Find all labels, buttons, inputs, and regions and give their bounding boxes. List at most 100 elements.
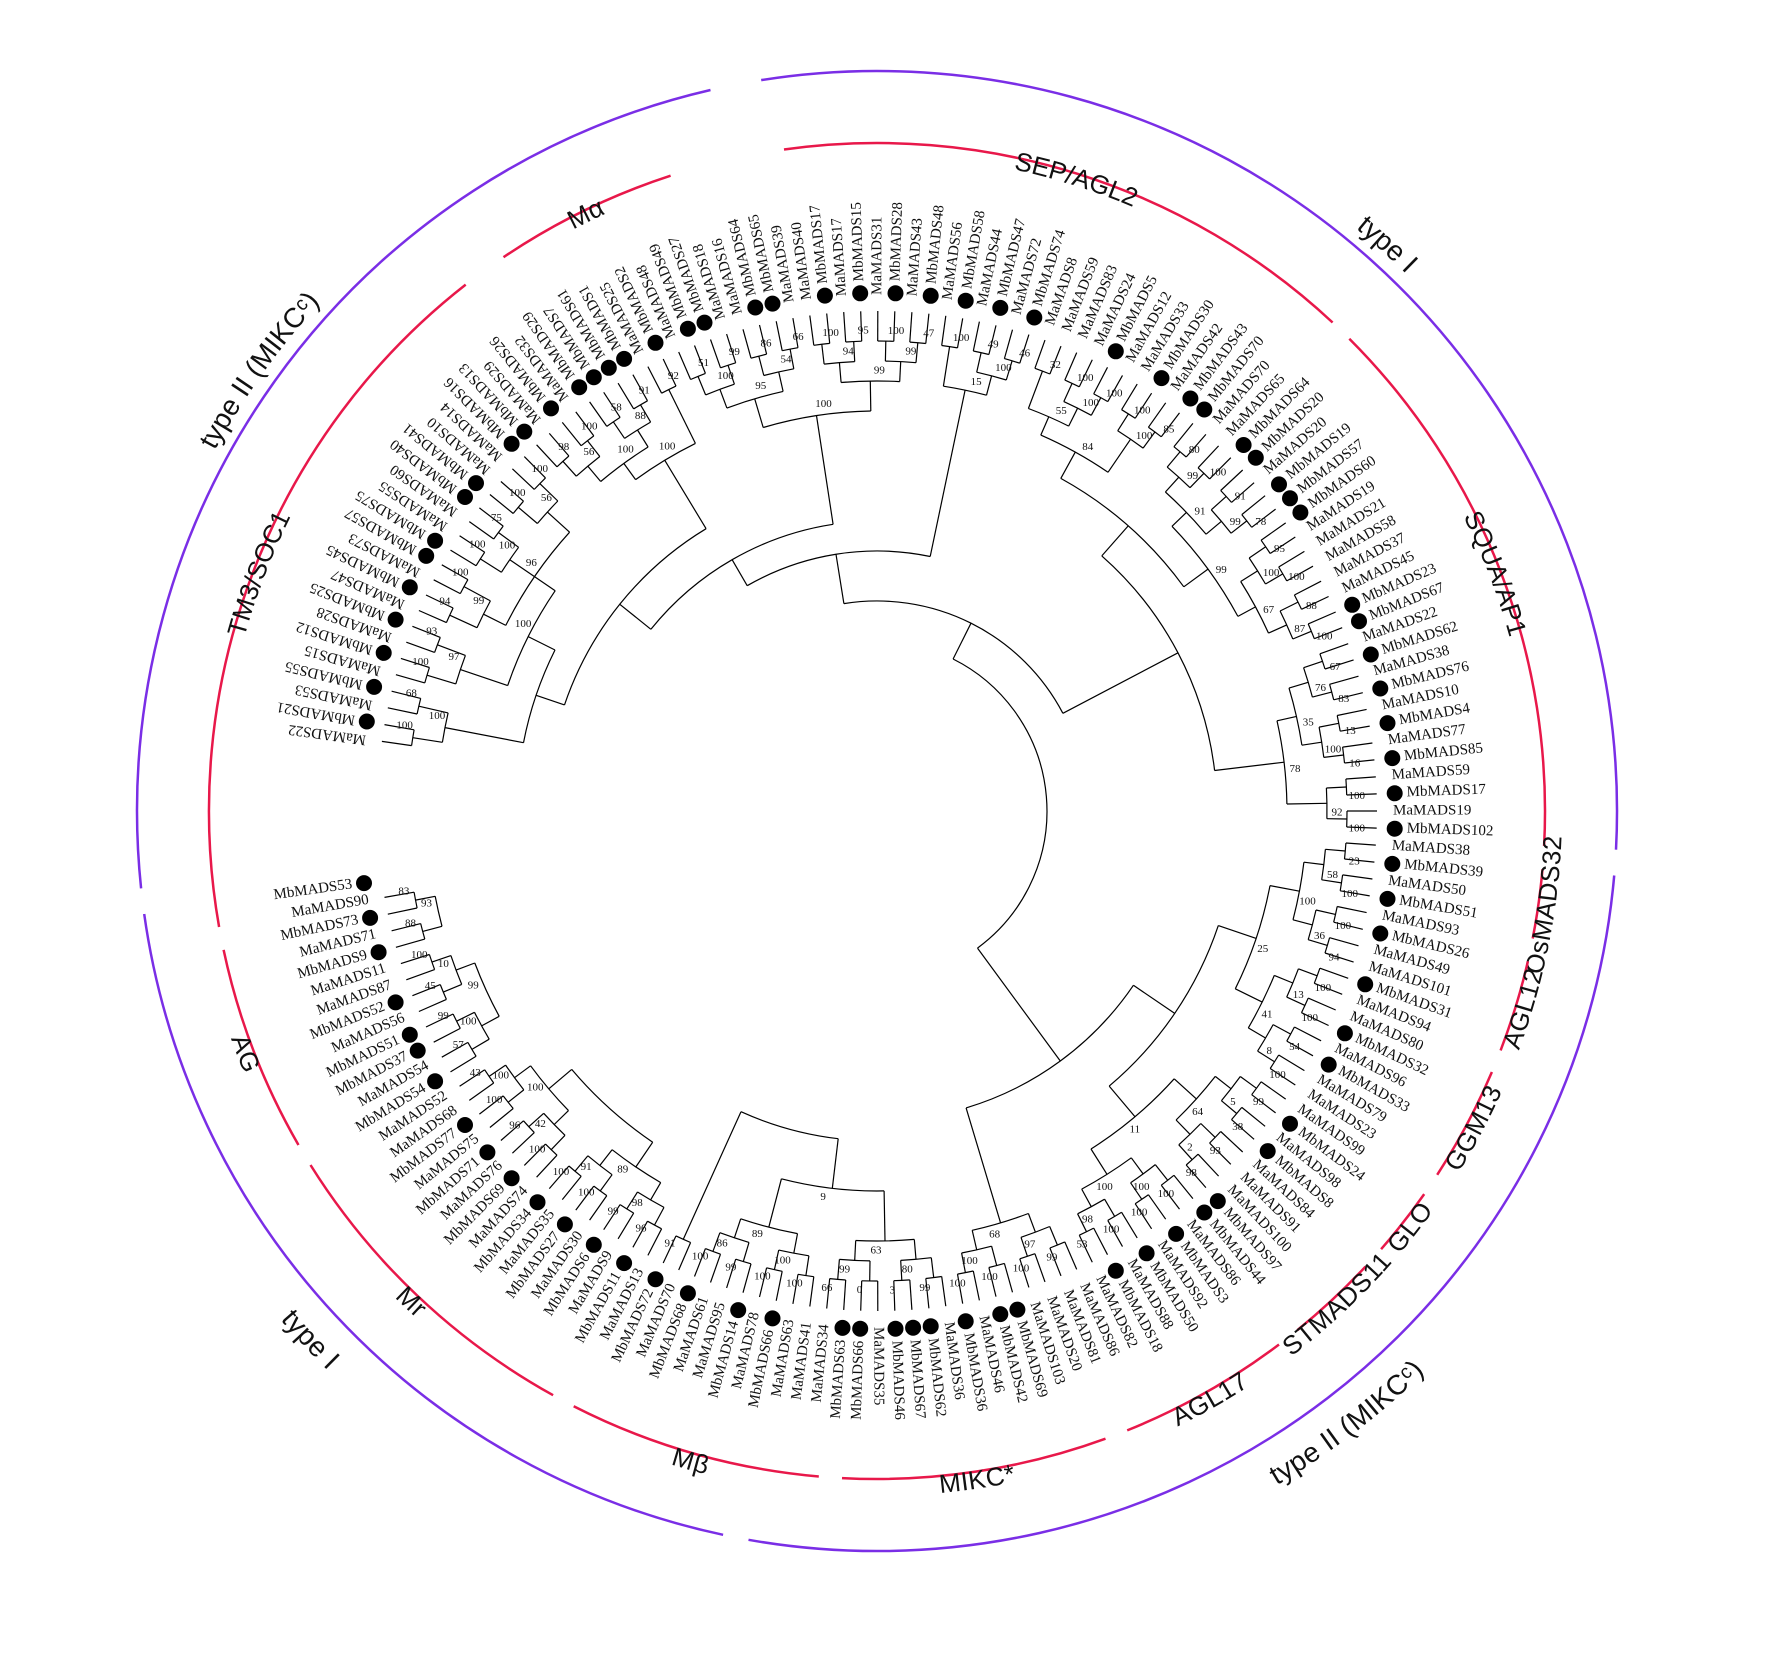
species-marker-icon bbox=[457, 1117, 473, 1133]
bootstrap-value: 100 bbox=[774, 1255, 791, 1267]
branch-segment bbox=[1278, 550, 1305, 568]
species-marker-icon bbox=[1282, 490, 1298, 507]
species-marker-icon bbox=[764, 1310, 781, 1327]
branch-segment bbox=[1239, 1076, 1257, 1089]
branch-segment bbox=[961, 1252, 966, 1273]
leaf-mbmads46: MbMADS46 bbox=[887, 1320, 907, 1421]
branch-segment bbox=[758, 1267, 768, 1298]
bootstrap-value: 100 bbox=[1077, 372, 1094, 384]
branch-segment bbox=[561, 1175, 582, 1200]
branch-segment bbox=[1093, 367, 1109, 395]
branch-segment bbox=[1294, 580, 1322, 596]
bootstrap-value: 100 bbox=[1082, 397, 1099, 409]
branch-segment bbox=[1260, 1081, 1287, 1100]
branch-segment bbox=[1315, 909, 1336, 915]
branch-segment bbox=[965, 1107, 1002, 1224]
branch-segment bbox=[550, 1134, 566, 1151]
branch-segment bbox=[619, 603, 652, 630]
leaf-label: MaMADS59 bbox=[1391, 762, 1470, 783]
branch-segment bbox=[1185, 434, 1207, 458]
bootstrap-value: 13 bbox=[1345, 725, 1357, 737]
leaf-label: MbMADS66 bbox=[849, 1340, 868, 1420]
branch-segment bbox=[561, 422, 582, 447]
branch-segment bbox=[1269, 1067, 1296, 1086]
branch-segment bbox=[1279, 601, 1299, 612]
branch-segment bbox=[1337, 905, 1367, 914]
bootstrap-value: 100 bbox=[515, 618, 532, 630]
bootstrap-value: 46 bbox=[1019, 348, 1031, 360]
leaf-mamads19: MaMADS19 bbox=[1393, 802, 1471, 818]
branch-segment bbox=[809, 1276, 815, 1307]
branch-segment bbox=[1265, 573, 1284, 585]
bootstrap-value: 96 bbox=[526, 557, 538, 569]
branch-segment bbox=[617, 382, 635, 410]
branch-segment bbox=[1090, 1148, 1108, 1175]
branch-arc bbox=[952, 658, 1048, 949]
bootstrap-value: 66 bbox=[793, 331, 805, 343]
bootstrap-value: 100 bbox=[581, 420, 598, 432]
branch-segment bbox=[1209, 1142, 1232, 1165]
bootstrap-value: 100 bbox=[1103, 1224, 1120, 1236]
bootstrap-value: 63 bbox=[871, 1245, 883, 1257]
species-marker-icon bbox=[647, 334, 664, 351]
branch-segment bbox=[1329, 937, 1359, 947]
branch-segment bbox=[1218, 925, 1257, 939]
bootstrap-value: 100 bbox=[396, 720, 413, 732]
species-marker-icon bbox=[957, 1313, 974, 1330]
bootstrap-value: 99 bbox=[438, 1010, 450, 1022]
branch-segment bbox=[1314, 982, 1343, 995]
branch-segment bbox=[1344, 759, 1375, 764]
subfamily-label-8: MIKC* bbox=[938, 1458, 1018, 1499]
branch-segment bbox=[742, 329, 752, 359]
species-marker-icon bbox=[1282, 1115, 1298, 1132]
branch-segment bbox=[1078, 359, 1093, 388]
bootstrap-value: 98 bbox=[632, 1197, 644, 1209]
bootstrap-value: 66 bbox=[821, 1282, 833, 1294]
branch-segment bbox=[456, 1011, 475, 1022]
species-marker-icon bbox=[1153, 370, 1170, 387]
bootstrap-value: 99 bbox=[1187, 470, 1199, 482]
bootstrap-value: 54 bbox=[781, 354, 793, 366]
leaf-mbmads67: MbMADS67 bbox=[905, 1319, 928, 1420]
subfamily-arc bbox=[1348, 337, 1547, 847]
bootstrap-value: 100 bbox=[822, 327, 839, 339]
bootstrap-value: 58 bbox=[1327, 869, 1339, 881]
branch-segment bbox=[789, 348, 795, 369]
branch-arc bbox=[563, 528, 707, 706]
branch-segment bbox=[483, 613, 507, 626]
species-marker-icon bbox=[556, 1216, 573, 1233]
bootstrap-value: 89 bbox=[617, 1164, 629, 1176]
bootstrap-value: 100 bbox=[961, 1255, 978, 1267]
branch-segment bbox=[481, 1015, 500, 1027]
species-marker-icon bbox=[1357, 976, 1374, 993]
bootstrap-value: 100 bbox=[815, 398, 832, 410]
branch-arc bbox=[843, 600, 1064, 714]
leaf-label: MaMADS43 bbox=[904, 218, 925, 297]
branch-segment bbox=[511, 468, 535, 490]
branch-segment bbox=[1251, 508, 1276, 528]
branch-arc bbox=[434, 896, 443, 927]
branch-segment bbox=[1257, 1050, 1275, 1063]
branch-segment bbox=[425, 594, 454, 609]
bootstrap-value: 91 bbox=[665, 1238, 676, 1250]
species-marker-icon bbox=[409, 1042, 426, 1059]
species-marker-icon bbox=[852, 285, 869, 302]
branch-segment bbox=[883, 1190, 886, 1241]
subfamily-arc bbox=[207, 283, 467, 928]
species-marker-icon bbox=[1259, 1143, 1276, 1160]
branch-segment bbox=[587, 465, 602, 482]
branch-segment bbox=[422, 925, 443, 932]
bootstrap-value: 100 bbox=[754, 1271, 771, 1283]
branch-segment bbox=[1060, 451, 1076, 479]
branch-segment bbox=[1197, 1153, 1220, 1177]
branch-segment bbox=[831, 1138, 839, 1189]
bootstrap-value: 80 bbox=[1189, 444, 1201, 456]
bootstrap-labels: 1006810093941001007510010098100589192519… bbox=[396, 325, 1365, 1297]
branch-segment bbox=[941, 315, 947, 346]
branch-segment bbox=[754, 398, 764, 428]
species-marker-icon bbox=[1320, 1056, 1337, 1073]
branch-segment bbox=[1062, 652, 1179, 714]
leaf-label: MaMADS38 bbox=[1391, 838, 1470, 859]
bootstrap-value: 42 bbox=[535, 1118, 546, 1130]
bootstrap-value: 100 bbox=[412, 656, 429, 668]
